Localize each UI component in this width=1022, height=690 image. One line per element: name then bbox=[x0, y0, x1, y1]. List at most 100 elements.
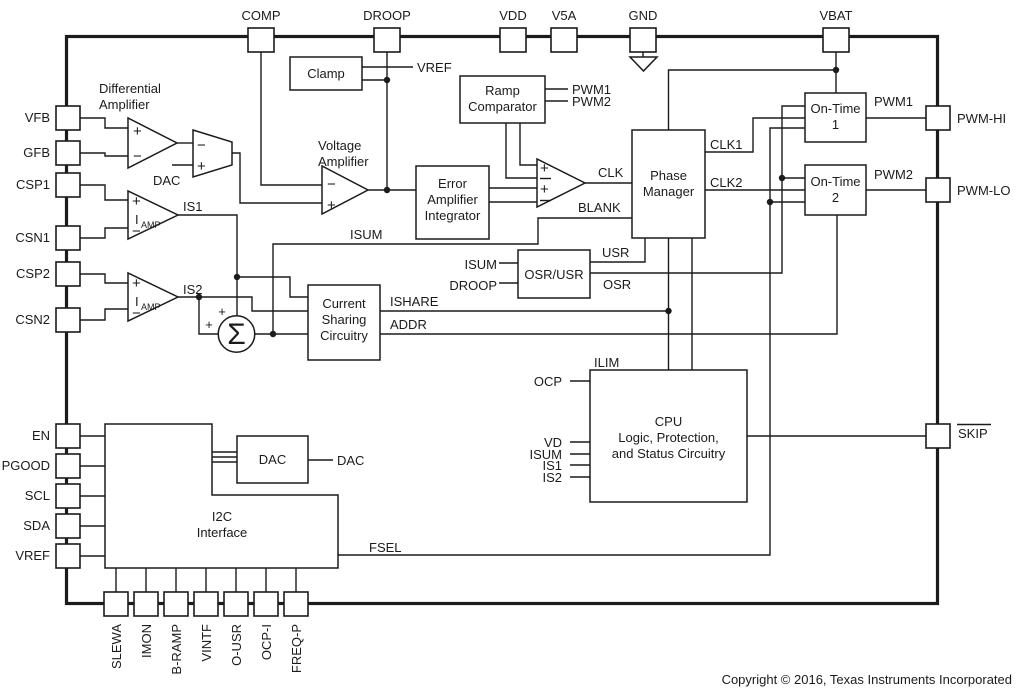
label-isum-cpu: ISUM bbox=[530, 447, 563, 462]
amplifiers: + − Differential Amplifier − + DAC + I A… bbox=[99, 81, 587, 353]
pin-csp1 bbox=[55, 172, 81, 198]
sigma-plus2: + bbox=[205, 317, 213, 332]
label-dac-mux: DAC bbox=[153, 173, 180, 188]
cmp-plus1: + bbox=[540, 160, 549, 177]
wire-comp bbox=[260, 52, 322, 186]
pin-gnd bbox=[629, 27, 657, 53]
block-clamp-label: Clamp bbox=[307, 66, 345, 81]
iamp1-i: I bbox=[135, 212, 139, 227]
dac-mux-icon bbox=[192, 128, 233, 179]
block-eai-label2: Amplifier bbox=[427, 192, 478, 207]
label-droop-osrusr: DROOP bbox=[449, 278, 497, 293]
pin-label-gfb: GFB bbox=[23, 145, 50, 160]
label-ishare: ISHARE bbox=[390, 294, 439, 309]
iamp1-minus: − bbox=[132, 223, 141, 240]
pin-label-freq-p: FREQ-P bbox=[289, 624, 304, 673]
pin-label-imon: IMON bbox=[139, 624, 154, 658]
wire-vfb bbox=[80, 117, 128, 129]
pin-pwm-lo bbox=[925, 177, 951, 203]
block-i2c-label2: Interface bbox=[197, 525, 248, 540]
label-ocp: OCP bbox=[534, 374, 562, 389]
pin-vintf bbox=[193, 591, 219, 617]
pin-label-csp1: CSP1 bbox=[16, 177, 50, 192]
sigma-glyph: Σ bbox=[227, 318, 246, 351]
iamp2-sub: AMP bbox=[141, 302, 161, 312]
pin-label-v5a: V5A bbox=[552, 8, 577, 23]
pin-skip bbox=[925, 423, 951, 449]
wire-gfb bbox=[80, 152, 128, 157]
va-label1: Voltage bbox=[318, 138, 361, 153]
junction-dot bbox=[383, 186, 391, 194]
wire-csp1 bbox=[80, 184, 128, 201]
wire-isum-blank bbox=[272, 217, 632, 334]
pin-label-csn2: CSN2 bbox=[15, 312, 50, 327]
pin-csp2 bbox=[55, 261, 81, 287]
pin-label-droop: DROOP bbox=[363, 8, 411, 23]
pin-gfb bbox=[55, 140, 81, 166]
pin-label-gnd: GND bbox=[629, 8, 658, 23]
pin-imon bbox=[133, 591, 159, 617]
pin-vdd bbox=[499, 27, 527, 53]
block-ramp-label2: Comparator bbox=[468, 99, 537, 114]
block-dac-label: DAC bbox=[259, 452, 286, 467]
label-is1-cpu: IS1 bbox=[542, 458, 562, 473]
junction-dot bbox=[383, 76, 391, 84]
pin-label-slewa: SLEWA bbox=[109, 624, 124, 669]
block-osr-usr bbox=[517, 249, 591, 299]
label-pwm1-out: PWM1 bbox=[874, 94, 913, 109]
pin-label-scl: SCL bbox=[25, 488, 50, 503]
wire-usr bbox=[590, 238, 646, 263]
copyright-notice: Copyright © 2016, Texas Instruments Inco… bbox=[722, 672, 1012, 687]
block-osrusr-label: OSR/USR bbox=[524, 267, 583, 282]
block-cpu-label3: and Status Circuitry bbox=[612, 446, 726, 461]
label-usr: USR bbox=[602, 245, 629, 260]
pin-vfb bbox=[55, 105, 81, 131]
block-cpu-label1: CPU bbox=[655, 414, 682, 429]
pin-label-comp: COMP bbox=[242, 8, 281, 23]
junction-dot bbox=[233, 273, 241, 281]
wire-csp2 bbox=[80, 273, 128, 284]
block-ot1-label2: 1 bbox=[832, 117, 839, 132]
pin-label-ocp-i: OCP-I bbox=[259, 624, 274, 660]
block-cpu-label2: Logic, Protection, bbox=[618, 430, 718, 445]
pin-sda bbox=[55, 513, 81, 539]
mux-plus: + bbox=[197, 158, 206, 175]
junction-dot bbox=[665, 307, 672, 315]
pin-label-pwm-hi: PWM-HI bbox=[957, 111, 1006, 126]
ground-icon bbox=[628, 56, 659, 73]
pin-b-ramp bbox=[163, 591, 189, 617]
junction-dot bbox=[195, 293, 203, 301]
va-label2: Amplifier bbox=[318, 154, 369, 169]
diffamp-minus: − bbox=[133, 148, 142, 165]
block-ramp-comparator bbox=[459, 75, 546, 124]
block-on-time-1 bbox=[804, 92, 867, 143]
wire-fsel bbox=[338, 127, 805, 556]
summing-node-icon bbox=[217, 315, 256, 353]
block-ot1-label1: On-Time bbox=[810, 101, 860, 116]
pin-label-csp2: CSP2 bbox=[16, 266, 50, 281]
block-cs-label1: Current bbox=[322, 296, 366, 311]
block-ot2-label1: On-Time bbox=[810, 174, 860, 189]
block-i2c-interface bbox=[104, 423, 339, 569]
pins: COMP DROOP VDD V5A GND VBAT VFB GFB CSP1… bbox=[2, 8, 1011, 675]
label-dac-out: DAC bbox=[337, 453, 364, 468]
pin-v5a bbox=[550, 27, 578, 53]
wire-ramp-cmp2 bbox=[519, 123, 537, 166]
label-isum-main: ISUM bbox=[350, 227, 383, 242]
pin-label-en: EN bbox=[32, 428, 50, 443]
pin-slewa bbox=[103, 591, 129, 617]
diffamp-plus: + bbox=[133, 123, 142, 140]
pin-label-skip: SKIP bbox=[958, 426, 988, 441]
block-ot2-label2: 2 bbox=[832, 190, 839, 205]
pwm-comparator-icon bbox=[536, 157, 587, 209]
diffamp-label1: Differential bbox=[99, 81, 161, 96]
pin-pwm-hi bbox=[925, 105, 951, 131]
pin-o-usr bbox=[223, 591, 249, 617]
sigma-plus1: + bbox=[218, 304, 226, 319]
label-vd: VD bbox=[544, 435, 562, 450]
pin-vref bbox=[55, 543, 81, 569]
block-eai-label1: Error bbox=[438, 176, 468, 191]
pin-label-pgood: PGOOD bbox=[2, 458, 50, 473]
blocks: Clamp Ramp Comparator Error Amplifier In… bbox=[104, 56, 867, 569]
